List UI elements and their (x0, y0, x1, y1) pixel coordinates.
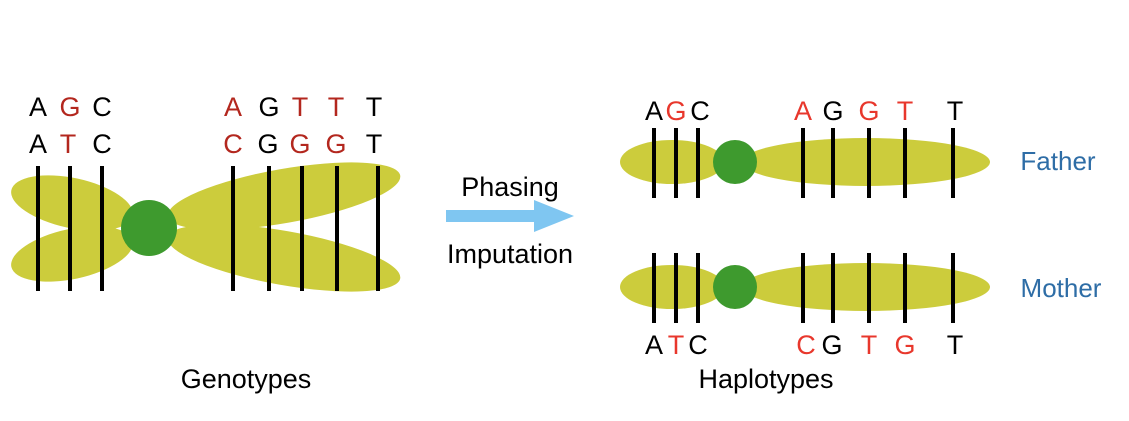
mother-allele: A (645, 330, 663, 360)
mother-allele: C (796, 330, 816, 360)
genotype-chromosome (11, 162, 401, 292)
father-allele: G (822, 96, 843, 126)
genotype-allele-row-1: A G C A G T T T (29, 92, 382, 122)
mother-centromere (713, 265, 757, 309)
genotype-allele: C (92, 129, 112, 159)
genotype-allele: G (325, 129, 346, 159)
genotype-snp-lines (36, 166, 380, 291)
genotype-allele: T (366, 129, 383, 159)
father-allele: G (858, 96, 879, 126)
genotype-allele: C (223, 129, 243, 159)
father-label: Father (1020, 146, 1095, 176)
haplotypes-title: Haplotypes (698, 364, 833, 394)
father-allele: A (794, 96, 812, 126)
mother-short-arm (620, 265, 724, 309)
phasing-arrow (446, 200, 574, 232)
father-alleles: A G C A G G T T (645, 96, 963, 126)
arrow-head (534, 200, 574, 232)
mother-allele: T (861, 330, 878, 360)
arrow-shaft (446, 210, 536, 222)
genotype-allele: A (224, 92, 242, 122)
mother-alleles: A T C C G T G T (645, 330, 963, 360)
arrow-label-phasing: Phasing (461, 172, 559, 202)
genotype-allele: T (292, 92, 309, 122)
mother-allele: C (688, 330, 708, 360)
mother-allele: G (821, 330, 842, 360)
genotype-allele: G (258, 92, 279, 122)
genotype-right-arm-top (167, 162, 401, 230)
father-allele: A (645, 96, 663, 126)
father-allele: G (665, 96, 686, 126)
genotype-allele-row-2: A T C C G G G T (29, 129, 382, 159)
arrow-label-imputation: Imputation (447, 239, 573, 269)
genotype-allele: T (328, 92, 345, 122)
mother-allele: T (668, 330, 685, 360)
mother-label: Mother (1021, 273, 1102, 303)
genotype-right-arm-bottom (167, 224, 401, 292)
genotype-allele: G (59, 92, 80, 122)
genotype-allele: A (29, 92, 47, 122)
genotypes-title: Genotypes (181, 364, 312, 394)
genotype-allele: T (60, 129, 77, 159)
father-allele: C (690, 96, 710, 126)
mother-allele: T (947, 330, 964, 360)
genotype-allele: T (366, 92, 383, 122)
father-centromere (713, 140, 757, 184)
genotype-allele: A (29, 129, 47, 159)
genotype-allele: G (289, 129, 310, 159)
father-snp-lines (652, 128, 955, 198)
mother-allele: G (894, 330, 915, 360)
genotype-centromere (121, 200, 177, 256)
father-short-arm (620, 140, 724, 184)
genotype-allele: C (92, 92, 112, 122)
genotype-allele: G (257, 129, 278, 159)
father-allele: T (897, 96, 914, 126)
mother-snp-lines (652, 253, 955, 323)
father-allele: T (947, 96, 964, 126)
